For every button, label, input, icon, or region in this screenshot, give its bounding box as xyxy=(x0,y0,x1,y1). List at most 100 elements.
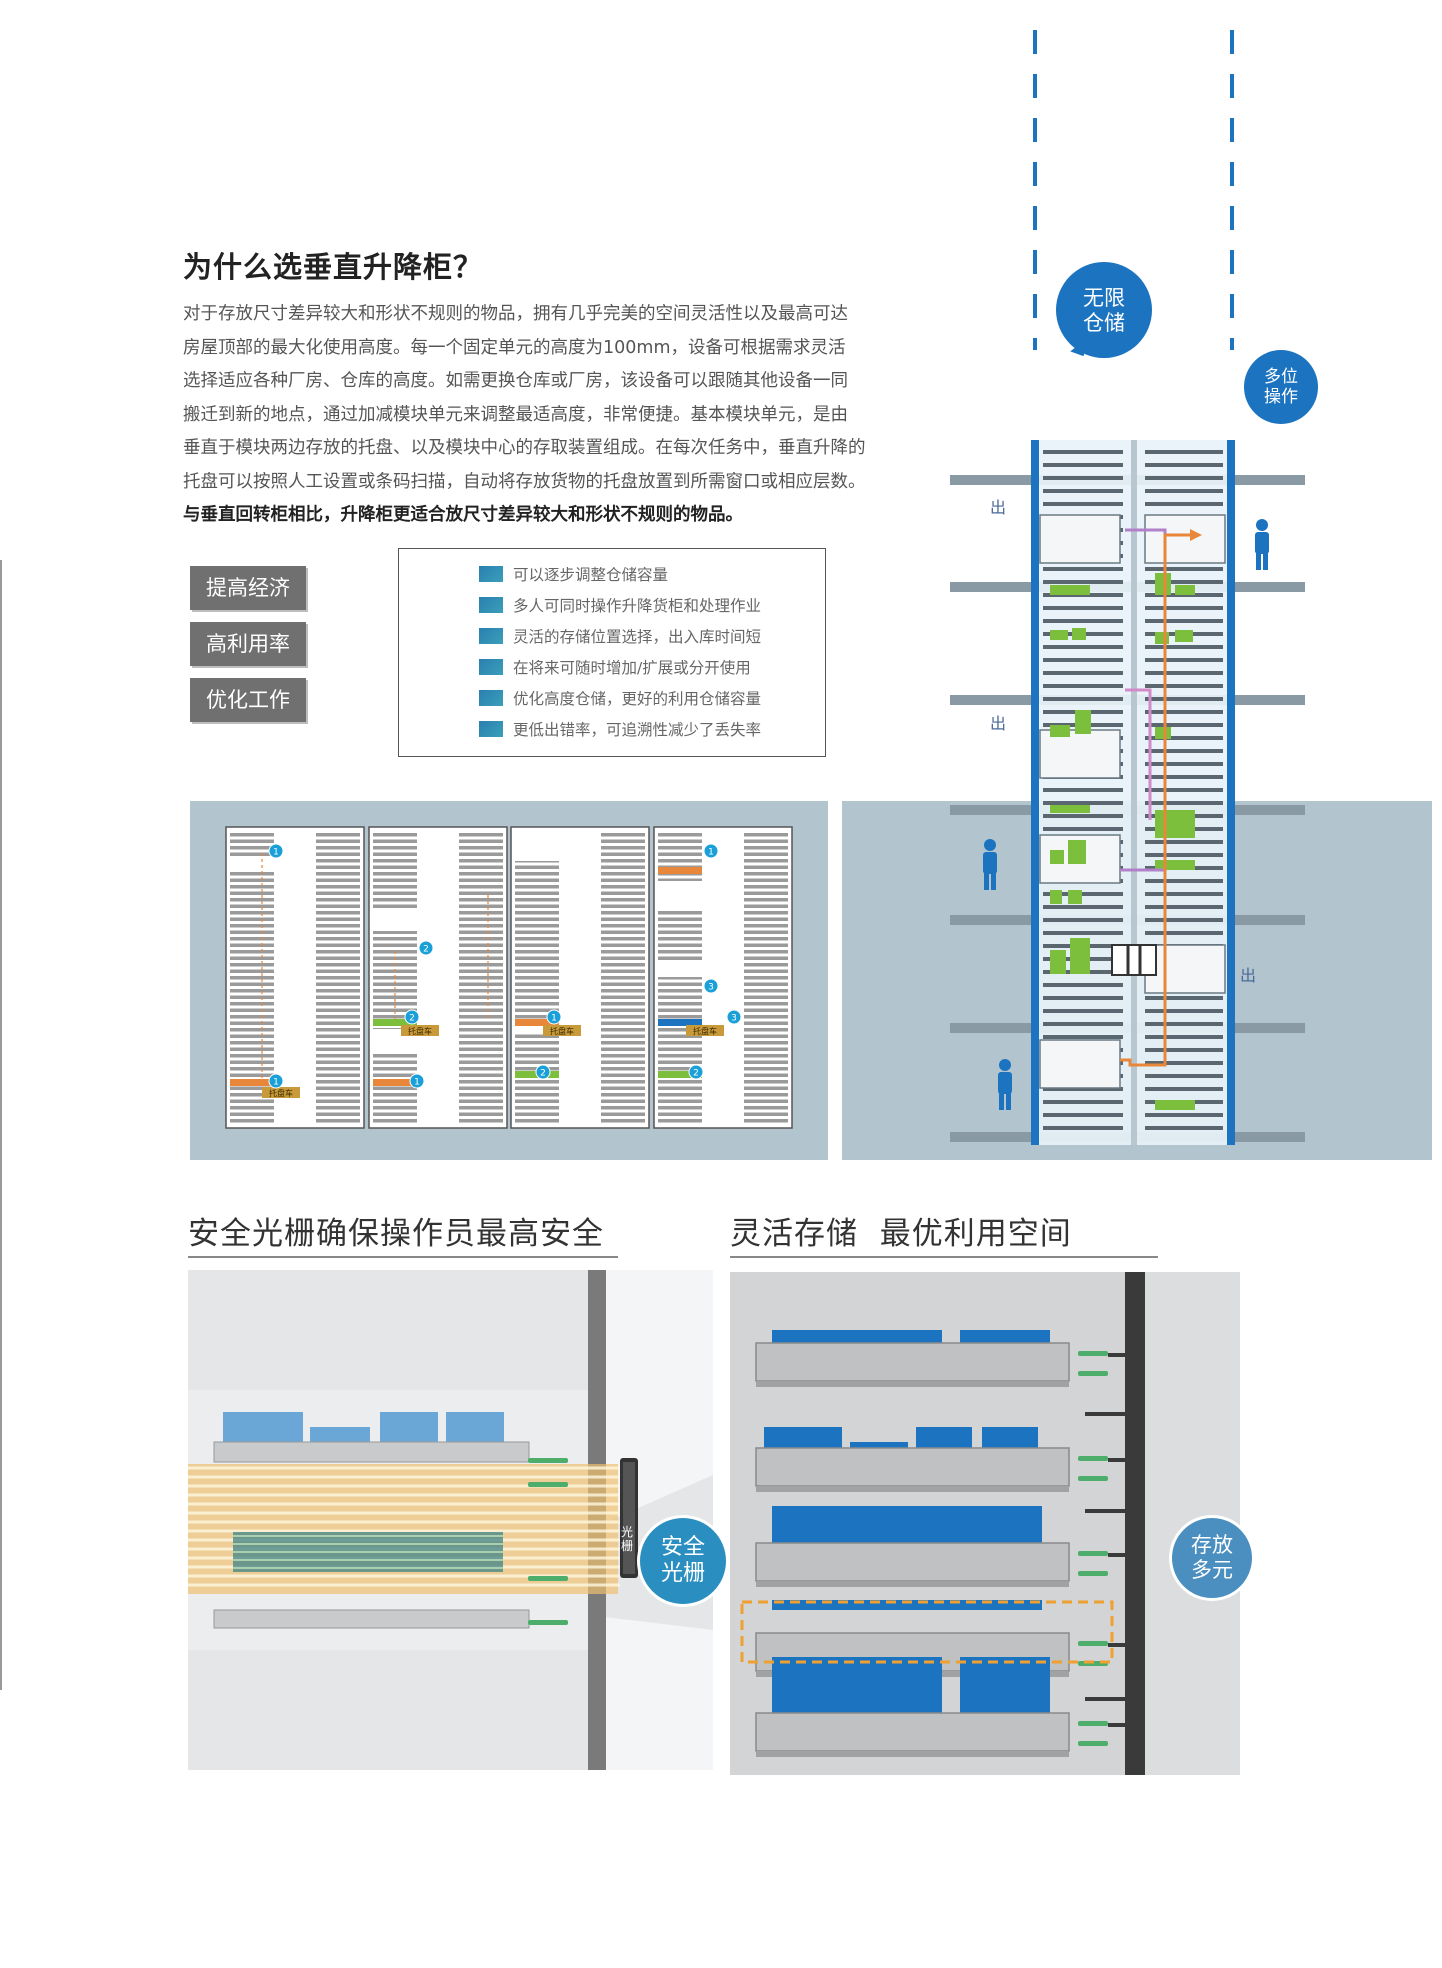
shelf-line xyxy=(515,976,559,980)
wall-face xyxy=(588,1270,713,1530)
tray-car-label: 托盘车 xyxy=(693,1026,717,1036)
shelf-line xyxy=(230,878,274,882)
shelf-line xyxy=(601,904,645,908)
handle xyxy=(528,1620,568,1625)
tray xyxy=(755,1447,1070,1487)
shelf-line xyxy=(601,1086,645,1090)
shelf-line xyxy=(316,1093,360,1097)
shelf-line xyxy=(601,1099,645,1103)
shelf-line xyxy=(515,1060,559,1064)
intro-line: 选择适应各种厂房、仓库的高度。如需更换仓库或厂房，该设备可以跟随其他设备一同 xyxy=(183,371,848,391)
shelf-line xyxy=(230,1021,274,1025)
shelf-line xyxy=(658,1054,702,1058)
shelf-line xyxy=(316,1106,360,1110)
shelf-line xyxy=(230,1015,274,1019)
tray xyxy=(755,1712,1070,1752)
shelf-line xyxy=(230,1041,274,1045)
shelf-line xyxy=(744,833,788,837)
shelf-line xyxy=(459,846,503,850)
shelf-line xyxy=(515,1080,559,1084)
shelf-line xyxy=(459,1060,503,1064)
route-arrow xyxy=(1125,688,1152,820)
safety-grating-inner xyxy=(623,1462,635,1574)
shelf-line xyxy=(459,1021,503,1025)
shelf-line xyxy=(316,839,360,843)
shelf-line xyxy=(515,956,559,960)
page-title: 为什么选垂直升降柜？ xyxy=(183,250,484,284)
tray xyxy=(658,1019,702,1026)
shelf-line xyxy=(230,839,274,843)
shelf-line xyxy=(601,917,645,921)
operator-icon xyxy=(999,1092,1004,1110)
shelf-line xyxy=(744,865,788,869)
shelf-line xyxy=(230,1093,274,1097)
shelf-line xyxy=(601,865,645,869)
shelf xyxy=(1043,983,1123,987)
shelf-line xyxy=(515,885,559,889)
handle xyxy=(1078,1476,1108,1481)
tray-edge xyxy=(756,1581,1069,1587)
tray-car-label: 托盘车 xyxy=(269,1088,293,1098)
shelf-line xyxy=(459,911,503,915)
shelf-line xyxy=(658,1119,702,1123)
shelf-line xyxy=(658,852,702,856)
shelf-line xyxy=(316,1099,360,1103)
shelf-line xyxy=(515,1093,559,1097)
tray-car xyxy=(686,1025,724,1036)
shelf-line xyxy=(515,898,559,902)
shelf xyxy=(1043,476,1123,480)
shelf-line xyxy=(515,1099,559,1103)
shelf-line xyxy=(316,1086,360,1090)
shelf-line xyxy=(515,911,559,915)
shelf xyxy=(1145,1087,1223,1091)
shelf-line xyxy=(601,839,645,843)
shelf-line xyxy=(515,1015,559,1019)
shelf-line xyxy=(459,1054,503,1058)
shelf xyxy=(1145,580,1223,584)
empty-slot xyxy=(372,911,418,931)
shelf xyxy=(1043,658,1123,662)
handle xyxy=(1078,1456,1108,1461)
tower-frame xyxy=(1031,440,1039,1145)
shelf-line xyxy=(316,865,360,869)
shelf xyxy=(1145,892,1223,896)
shelf-line xyxy=(316,943,360,947)
shelf xyxy=(1043,671,1123,675)
step-number: 1 xyxy=(708,848,714,858)
shelf-line xyxy=(230,963,274,967)
shelf-line xyxy=(658,1002,702,1006)
out-label: 出 xyxy=(990,714,1007,733)
bullet-square-icon xyxy=(479,597,503,613)
shelf xyxy=(1145,1061,1223,1065)
step-number: 1 xyxy=(273,1078,279,1088)
shelf-line xyxy=(230,995,274,999)
shelf-line xyxy=(515,1054,559,1058)
shelf-line xyxy=(601,995,645,999)
shelf-line xyxy=(316,1047,360,1051)
shelf-line xyxy=(515,1002,559,1006)
tower-diagram xyxy=(950,30,1305,1145)
shelf-line xyxy=(658,930,702,934)
shelf-line xyxy=(515,865,559,869)
shelf-line xyxy=(658,995,702,999)
handle xyxy=(1078,1371,1108,1376)
shelf-line xyxy=(601,1119,645,1123)
shelf-line xyxy=(316,872,360,876)
shelf-line xyxy=(459,937,503,941)
operator-icon xyxy=(1006,1092,1011,1110)
shelf-line xyxy=(230,950,274,954)
shelf-line xyxy=(373,1002,417,1006)
shelf-line xyxy=(230,924,274,928)
shelf-line xyxy=(744,846,788,850)
shelf-line xyxy=(316,878,360,882)
shelf-line xyxy=(515,1119,559,1123)
shelf-line xyxy=(744,1047,788,1051)
out-label: 出 xyxy=(1240,966,1257,985)
tray xyxy=(658,1071,702,1078)
step-number: 1 xyxy=(273,848,279,858)
shelf-line xyxy=(744,969,788,973)
shelf-line xyxy=(230,1034,274,1038)
shelf-line xyxy=(601,885,645,889)
shelf-line xyxy=(316,1041,360,1045)
shelf-line xyxy=(316,1034,360,1038)
